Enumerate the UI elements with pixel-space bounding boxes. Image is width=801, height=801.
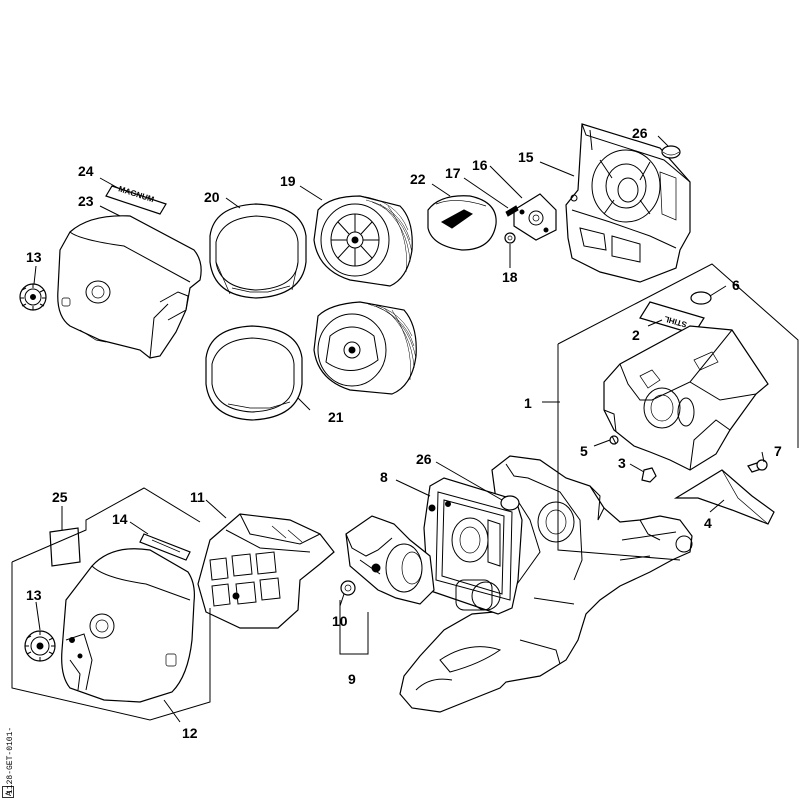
part-18-nut — [504, 232, 516, 244]
label-12: 12 — [182, 725, 198, 741]
group-bracket-12 — [11, 487, 211, 721]
part-14-decal — [139, 533, 191, 561]
label-13-lower: 13 — [26, 587, 42, 603]
part-15-filter-base — [565, 123, 691, 283]
label-20: 20 — [204, 189, 220, 205]
part-4-deflector — [673, 469, 775, 525]
part-22-prefilter — [427, 195, 497, 251]
label-6: 6 — [732, 277, 740, 293]
drawing-code-suffix: A — [5, 791, 14, 796]
label-17: 17 — [445, 165, 461, 181]
label-21: 21 — [328, 409, 344, 425]
label-10: 10 — [332, 613, 348, 629]
part-25-sticker — [49, 527, 81, 567]
part-13-knob-upper — [19, 283, 47, 311]
label-2: 2 — [632, 327, 640, 343]
group-bracket-1 — [557, 263, 799, 561]
part-1-shroud — [603, 325, 769, 471]
part-21-seal-ring — [205, 325, 303, 421]
drawing-code-suffix-box: A — [2, 786, 14, 798]
part-26-cap-middle — [500, 495, 520, 511]
part-13-knob-lower — [24, 630, 56, 662]
part-24-magnum-decal: MAGNUM — [105, 184, 167, 215]
part-10-screw — [339, 580, 356, 607]
part-17-pin — [505, 205, 519, 217]
drawing-code: 1128-GET-0101-1 — [6, 728, 15, 794]
group-bracket-9 — [339, 600, 369, 655]
label-11: 11 — [190, 489, 205, 505]
label-26-middle: 26 — [416, 451, 432, 467]
label-19: 19 — [280, 173, 296, 189]
part-19-air-filter — [313, 195, 413, 287]
part-11-air-guide — [197, 513, 335, 629]
label-1: 1 — [524, 395, 532, 411]
label-22: 22 — [410, 171, 426, 187]
label-18: 18 — [502, 269, 518, 285]
part-7-screw — [747, 459, 768, 473]
label-4: 4 — [704, 515, 712, 531]
part-26-cap-top — [661, 145, 681, 159]
label-5: 5 — [580, 443, 588, 459]
part-16-plate — [513, 193, 557, 241]
label-7: 7 — [774, 443, 782, 459]
drawing-code-text: 1128-GET-0101-1 — [6, 728, 15, 794]
engine-housing — [399, 455, 693, 713]
part-5-screw — [609, 435, 619, 445]
label-13-upper: 13 — [26, 249, 42, 265]
label-23: 23 — [78, 193, 94, 209]
label-16: 16 — [472, 157, 488, 173]
label-3: 3 — [618, 455, 626, 471]
part-9-intake-adapter — [345, 515, 435, 605]
part-23-filter-cover — [57, 215, 202, 359]
label-9: 9 — [348, 671, 356, 687]
label-14: 14 — [112, 511, 128, 527]
leader-lines — [33, 135, 765, 723]
part-labels: 24 23 13 20 19 22 17 16 15 26 18 6 2 1 5… — [26, 125, 782, 741]
label-8: 8 — [380, 469, 388, 485]
label-15: 15 — [518, 149, 534, 165]
part-6-cap — [690, 291, 712, 305]
part-20-seal-ring — [209, 203, 307, 299]
label-26-upper: 26 — [632, 125, 648, 141]
part-12-filter-cover — [61, 548, 195, 703]
part-21-air-filter — [313, 301, 417, 395]
part-8-base-plate — [423, 477, 523, 615]
part-3-nut — [641, 467, 657, 483]
label-24: 24 — [78, 163, 94, 179]
label-25: 25 — [52, 489, 68, 505]
